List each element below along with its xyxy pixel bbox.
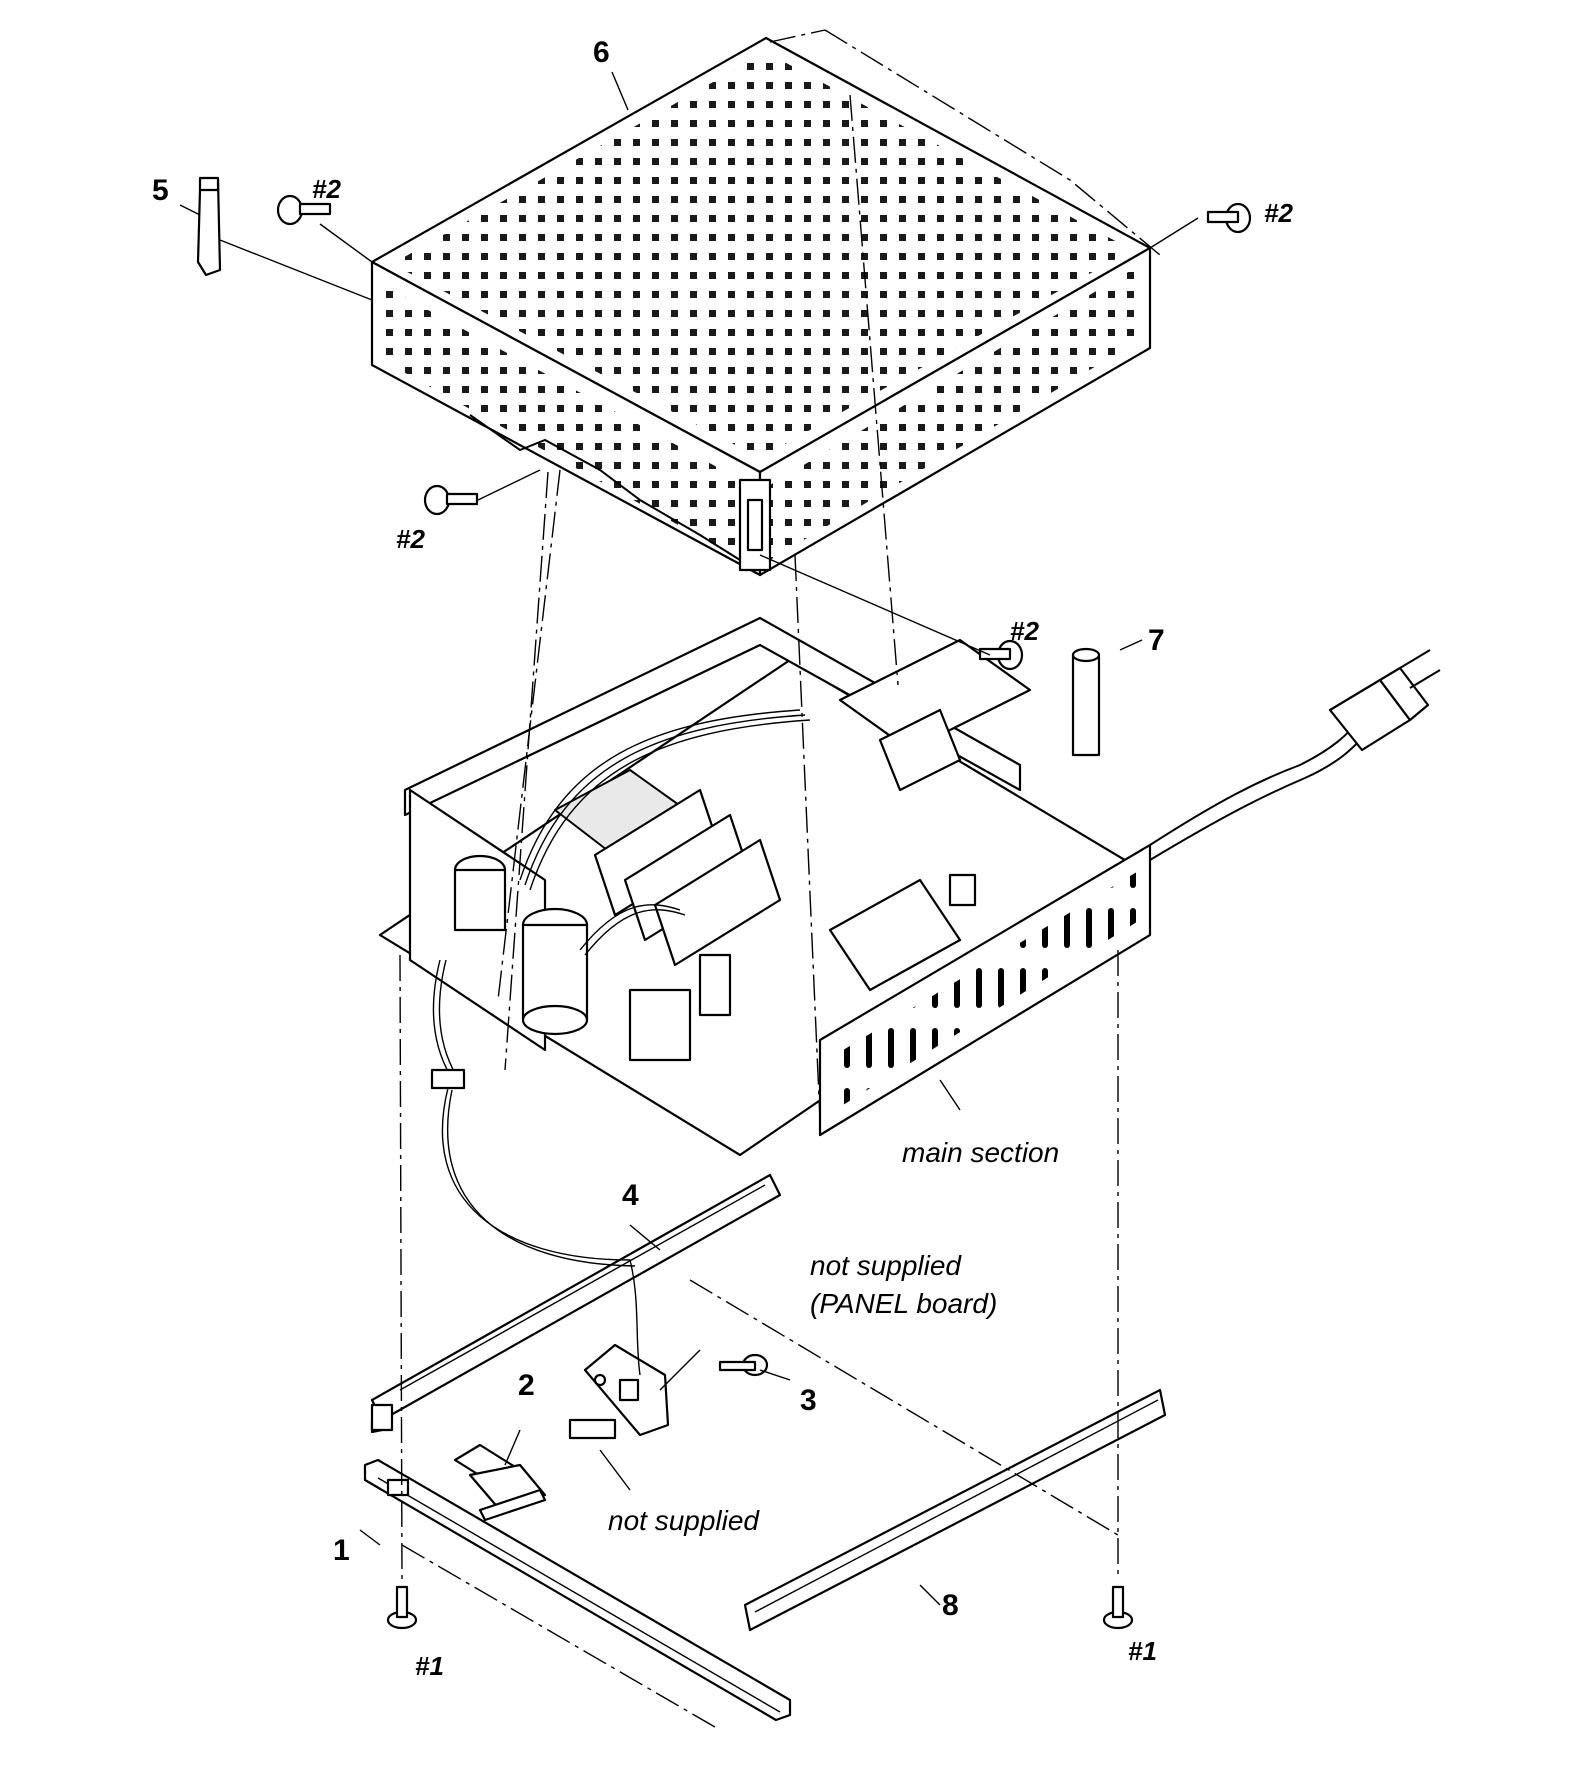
front-panel-part-1	[363, 1458, 792, 1722]
front-rail-part-4	[370, 1173, 782, 1434]
main-section-chassis	[378, 616, 1441, 1157]
label-screw-1-left: #1	[415, 1651, 444, 1681]
back-rail-part-8	[743, 1388, 1167, 1632]
label-part-1: 1	[333, 1534, 350, 1567]
label-screw-2-left-top: #2	[312, 174, 341, 204]
screw-1-left	[386, 1585, 418, 1630]
bracket-part-5	[196, 176, 222, 277]
screw-2-left-top	[276, 194, 332, 226]
assembly-lines	[179, 29, 1199, 1731]
label-screw-1-right: #1	[1128, 1636, 1157, 1666]
note-main-section: main section	[902, 1137, 1059, 1168]
screw-1-right	[1102, 1585, 1134, 1630]
label-part-6: 6	[593, 36, 610, 69]
top-cover-part-6	[370, 36, 1152, 577]
screw-2-left-mid	[423, 484, 479, 516]
note-not-supplied-panel-1: not supplied	[810, 1250, 962, 1281]
label-part-4: 4	[622, 1179, 639, 1212]
spacer-part-7	[1071, 647, 1101, 757]
screw-2-right-top	[1206, 202, 1252, 234]
panel-board	[568, 1343, 670, 1440]
label-part-3: 3	[800, 1384, 817, 1417]
label-screw-2-left-mid: #2	[396, 524, 425, 554]
holder-part-2	[453, 1443, 547, 1522]
screw-part-3	[718, 1353, 769, 1377]
label-screw-2-right-top: #2	[1264, 198, 1293, 228]
note-not-supplied: not supplied	[608, 1505, 760, 1536]
label-screw-2-right-mid: #2	[1010, 616, 1039, 646]
screw-2-right-mid	[978, 639, 1024, 671]
label-part-2: 2	[518, 1369, 535, 1402]
note-not-supplied-panel-2: (PANEL board)	[810, 1288, 997, 1319]
label-part-5: 5	[152, 174, 169, 207]
label-part-8: 8	[942, 1589, 959, 1622]
label-part-7: 7	[1148, 624, 1165, 657]
